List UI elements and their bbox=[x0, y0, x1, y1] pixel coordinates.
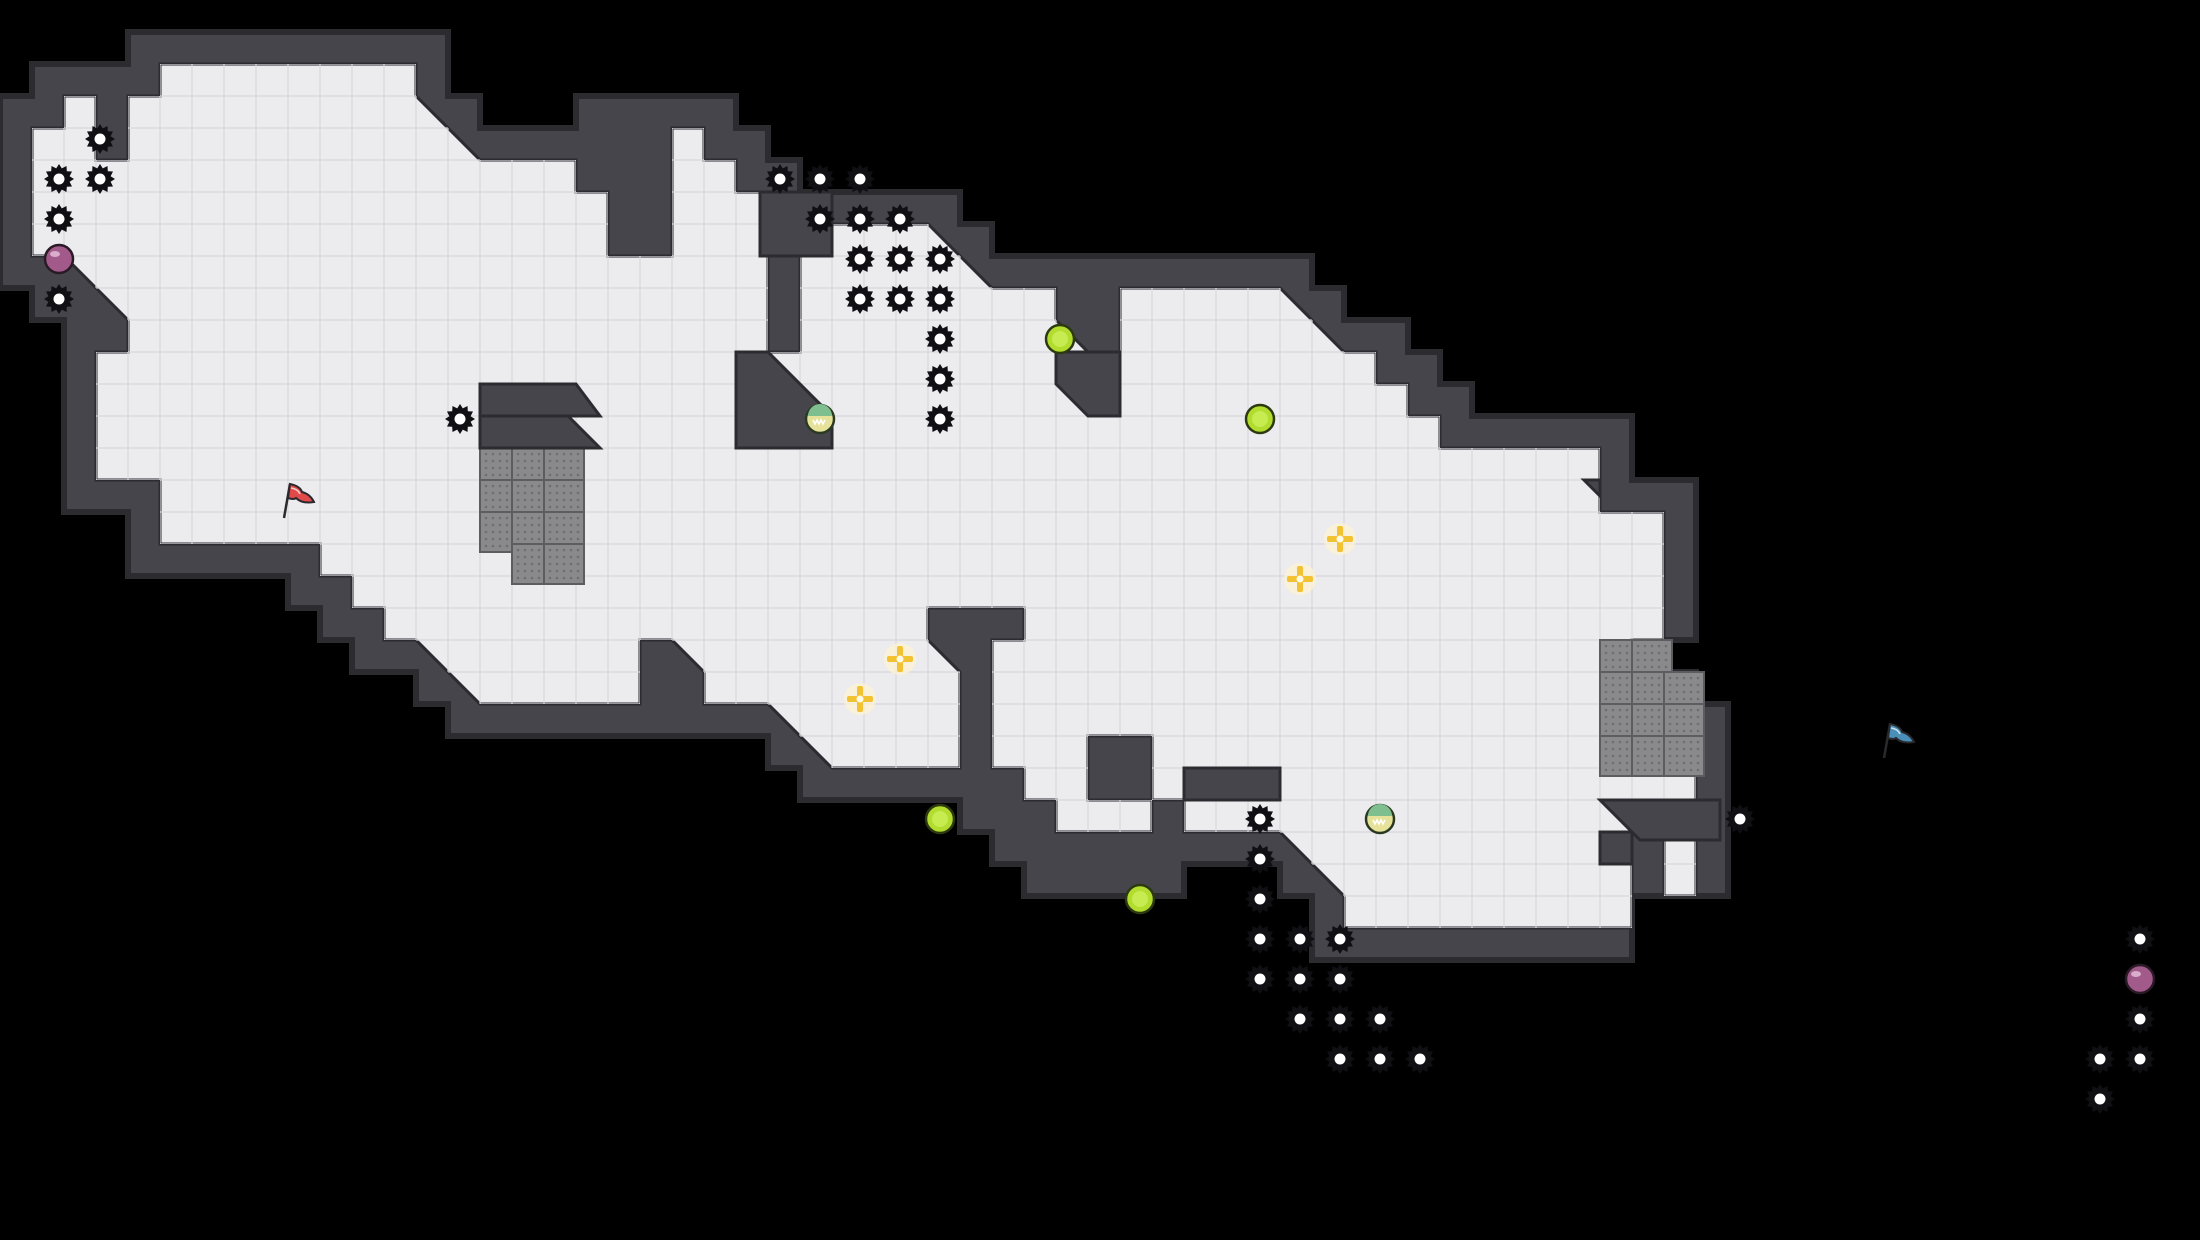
spike-mine-icon bbox=[845, 244, 875, 274]
ray-item-icon bbox=[1324, 523, 1356, 555]
spike-mine-icon bbox=[925, 284, 955, 314]
spike-mine-icon bbox=[1325, 1044, 1355, 1074]
spike-mine-icon bbox=[765, 164, 795, 194]
spike-mine-icon bbox=[925, 364, 955, 394]
spike-mine-icon bbox=[885, 204, 915, 234]
coin-icon bbox=[1244, 403, 1276, 435]
spike-mine-icon bbox=[1365, 1004, 1395, 1034]
spike-mine-icon bbox=[2085, 1044, 2115, 1074]
spike-mine-icon bbox=[845, 284, 875, 314]
spike-mine-icon bbox=[845, 164, 875, 194]
spike-mine-icon bbox=[885, 244, 915, 274]
ray-item-icon bbox=[1284, 563, 1316, 595]
spike-mine-icon bbox=[1405, 1044, 1435, 1074]
spike-mine-icon bbox=[925, 324, 955, 354]
spike-mine-icon bbox=[845, 204, 875, 234]
spike-mine-icon bbox=[1245, 884, 1275, 914]
gem-icon bbox=[2124, 963, 2156, 995]
spike-mine-icon bbox=[885, 284, 915, 314]
wall-island bbox=[1054, 350, 1122, 418]
metal-block bbox=[1663, 735, 1705, 777]
spike-mine-icon bbox=[925, 244, 955, 274]
spike-mine-icon bbox=[2085, 1084, 2115, 1114]
coin-icon bbox=[1044, 323, 1076, 355]
spike-mine-icon bbox=[44, 204, 74, 234]
coin-icon bbox=[924, 803, 956, 835]
coin-icon bbox=[1124, 883, 1156, 915]
spike-mine-icon bbox=[85, 124, 115, 154]
spike-mine-icon bbox=[1245, 804, 1275, 834]
spike-mine-icon bbox=[85, 164, 115, 194]
entities bbox=[43, 124, 2156, 1114]
spike-mine-icon bbox=[1285, 1004, 1315, 1034]
spike-mine-icon bbox=[805, 204, 835, 234]
spike-mine-icon bbox=[445, 404, 475, 434]
spike-mine-icon bbox=[925, 404, 955, 434]
gem-icon bbox=[43, 243, 75, 275]
ray-item-icon bbox=[884, 643, 916, 675]
shield-token-icon bbox=[804, 403, 836, 435]
wall-island bbox=[1580, 478, 1602, 500]
spike-mine-icon bbox=[1325, 964, 1355, 994]
spike-mine-icon bbox=[1725, 804, 1755, 834]
spike-mine-icon bbox=[805, 164, 835, 194]
spike-mine-icon bbox=[44, 164, 74, 194]
spike-mine-icon bbox=[1285, 964, 1315, 994]
wall-island bbox=[1182, 766, 1282, 802]
metal-block bbox=[543, 543, 585, 585]
spike-mine-icon bbox=[44, 284, 74, 314]
spike-mine-icon bbox=[1245, 964, 1275, 994]
spike-mine-icon bbox=[1285, 924, 1315, 954]
spike-mine-icon bbox=[1365, 1044, 1395, 1074]
blue-flag-icon bbox=[1882, 722, 1916, 759]
spike-mine-icon bbox=[2125, 924, 2155, 954]
spike-mine-icon bbox=[1325, 924, 1355, 954]
spike-mine-icon bbox=[1245, 844, 1275, 874]
metal-blocks bbox=[478, 414, 1722, 842]
ray-item-icon bbox=[844, 683, 876, 715]
spike-mine-icon bbox=[1245, 924, 1275, 954]
red-flag-icon bbox=[282, 482, 316, 519]
spike-mine-icon bbox=[2125, 1004, 2155, 1034]
wall-island bbox=[1598, 830, 1634, 866]
shield-token-icon bbox=[1364, 803, 1396, 835]
spike-mine-icon bbox=[2125, 1044, 2155, 1074]
spike-mine-icon bbox=[1325, 1004, 1355, 1034]
